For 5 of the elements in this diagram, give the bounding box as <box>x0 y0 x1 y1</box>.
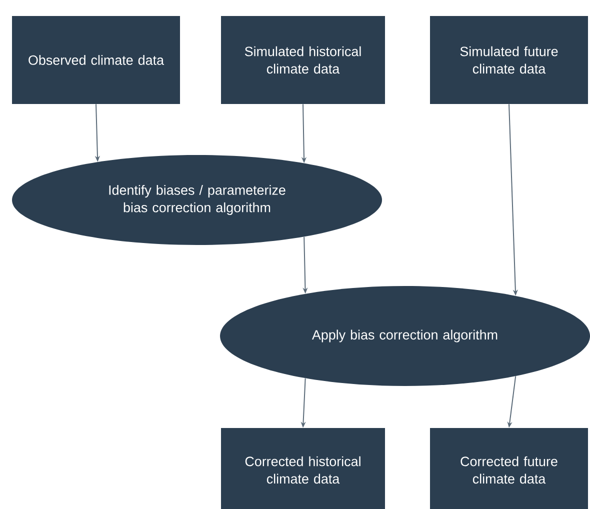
process-box: Corrected historical climate data <box>221 428 385 509</box>
process-box: Corrected future climate data <box>430 428 588 509</box>
process-box: Simulated future climate data <box>430 16 588 104</box>
process-box: Observed climate data <box>12 16 180 104</box>
process-box: Simulated historical climate data <box>221 16 385 104</box>
